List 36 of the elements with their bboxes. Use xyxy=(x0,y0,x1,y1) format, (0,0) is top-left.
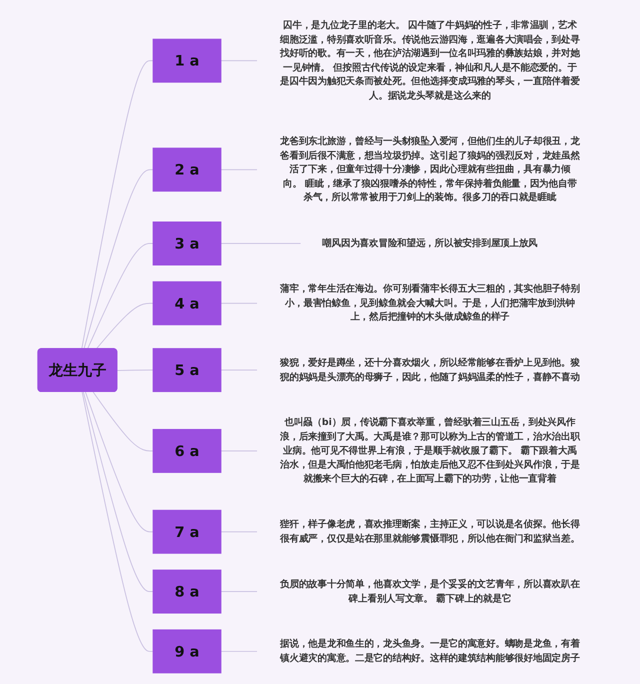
node-box xyxy=(152,281,222,326)
connector xyxy=(92,392,154,452)
connector xyxy=(220,591,258,592)
connector xyxy=(220,450,258,452)
node-text: 龙爸到东北旅游，曾经与一头豺狼坠入爱河，但他们生的儿子却很丑，龙爸看到后很不满意，想当垃圾扔掉。这引起了狼妈的强烈反对，龙娃虽然活了下来，但童年过得十分凄惨，因此心理就有些扭曲，具有暴力倾向。 睚眦，继承了狼凶狠嗜杀的特性，常年保持着负能量，因为他自带杀气，所以常常被用于刀剑上的装饰。很多刀的吞口就是睚眦 xyxy=(280,136,580,203)
connector xyxy=(220,370,258,371)
node-text: 据说，他是龙和鱼生的，龙头鱼身。一是它的寓意好。螭吻是龙鱼，有着镇火避灾的寓意。二是它的结构好。这样的建筑结构能够很好地固定房子 xyxy=(280,638,580,664)
connector xyxy=(86,243,154,350)
connector xyxy=(81,392,154,652)
node-text: 蒲牢，常年生活在海边。你可别看蒲牢长得五大三粗的，其实他胆子特别小，最害怕鲸鱼，见到鲸鱼就会大喊大叫。于是，人们把蒲牢放到洪钟上，然后把撞钟的木头做成鲸鱼的样子 xyxy=(280,284,580,323)
node-box xyxy=(152,222,222,266)
connector xyxy=(84,392,154,532)
node-box xyxy=(152,38,222,83)
node-box xyxy=(152,570,222,614)
connector xyxy=(82,392,154,592)
connector xyxy=(116,370,154,371)
node-text: 囚牛，是九位龙子里的老大。 囚牛随了牛妈妈的性子，非常温驯，艺术细胞泛滥，特别喜欢听音乐。传说他云游四海，逛遍各大演唱会，到处寻找好听的歌。有一天，他在泸沽湖遇到一位名叫玛雅的彝族姑娘，并对她一见钟情。 但按照古代传说的设定来看，神仙和凡人是不能恋爱的。于是囚牛因为触犯天条而被处死。但他选择变成玛雅的琴头，一直陪伴着爱人。据说龙头琴就是这么来的 xyxy=(280,20,580,102)
node-text: 狴犴，样子像老虎，喜欢推理断案，主持正义，可以说是名侦探。他长得很有威严，仅仅是站在那里就能够震慑罪犯，所以他在衙门和监狱当差。 xyxy=(280,519,580,544)
node-box xyxy=(152,148,222,192)
connector xyxy=(220,302,258,304)
node-box xyxy=(152,428,222,473)
connector xyxy=(81,60,154,350)
connector xyxy=(220,169,258,170)
node-text: 嘲风因为喜欢冒险和望远，所以被安排到屋顶上放风 xyxy=(322,238,538,249)
node-text: 狻猊，爱好是蹲坐，还十分喜欢烟火，所以经常能够在香炉上见到他。狻猊的妈妈是头漂亮的母狮子，因此，他随了妈妈温柔的性子，喜静不喜动 xyxy=(280,357,580,382)
connector xyxy=(220,60,258,62)
node-text: 也叫赑（bi）屃，传说霸下喜欢举重，曾经驮着三山五岳，到处兴风作浪，后来撞到了大禹。大禹是谁？那可以称为上古的管道工，治水治出职业病。他可见不得世界上有浪，于是顺手就收服了霸下。 霸下跟着大禹治水，但是大禹怕他犯老毛病，怕放走后他又忍不住到处兴风作浪，于是就搬来个巨大的石碑，在上面写上霸下的功劳，让他一直背着 xyxy=(280,417,580,484)
node-box xyxy=(152,629,222,674)
connector xyxy=(83,169,154,350)
connector xyxy=(220,531,258,532)
node-box xyxy=(152,348,222,392)
connector xyxy=(96,302,154,350)
connector xyxy=(220,650,258,652)
node-box xyxy=(152,510,222,554)
node-text: 负屃的故事十分简单，他喜欢文学，是个妥妥的文艺青年，所以喜欢趴在碑上看别人写文章。 霸下碑上的就是它 xyxy=(280,578,580,604)
connector xyxy=(220,243,301,244)
